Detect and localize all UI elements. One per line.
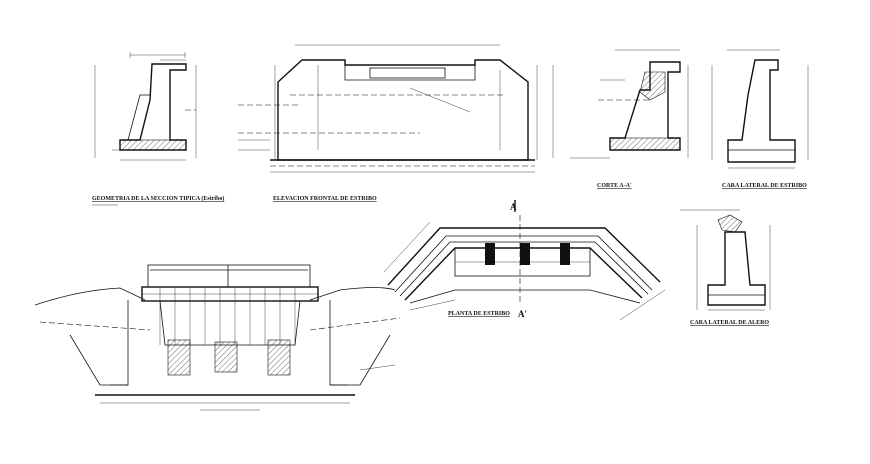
cut-a-label: CORTE A-A' — [597, 183, 632, 189]
side-face-stirrup-label: CARA LATERAL DE ESTRIBO — [722, 183, 807, 189]
plan-stirrup-label: PLANTA DE ESTRIBO — [448, 311, 510, 317]
typical-section-label: GEOMETRIA DE LA SECCION TIPICA (Estribo) — [92, 195, 224, 202]
side-face-stirrup-drawing — [711, 49, 809, 169]
deck-posts — [159, 287, 296, 345]
side-face-wing-label: CARA LATERAL DE ALERO — [690, 320, 769, 326]
front-elevation-drawing — [238, 44, 538, 173]
section-mark-bottom: A' — [518, 309, 527, 319]
bridge-elevation-drawing — [34, 264, 401, 411]
side-face-wing-drawing — [680, 209, 771, 311]
front-elevation-label: ELEVACION FRONTAL DE ESTRIBO — [273, 196, 377, 202]
typical-section-drawing — [94, 52, 197, 161]
plan-stirrup-drawing — [383, 200, 666, 321]
section-mark-top: A — [510, 202, 517, 212]
cut-a-drawing — [552, 49, 689, 159]
